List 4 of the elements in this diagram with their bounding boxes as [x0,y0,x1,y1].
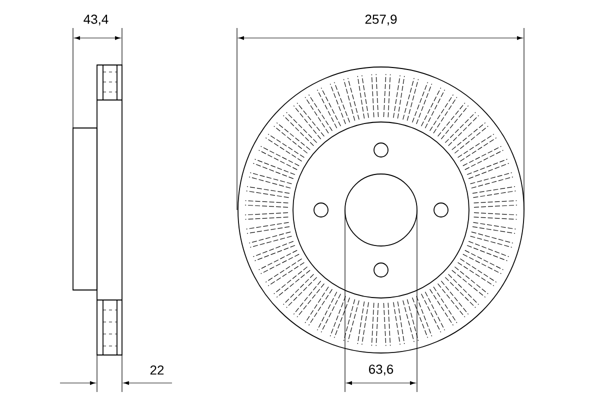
dimension-label: 43,4 [84,14,108,26]
dimension-label: 22 [150,365,164,375]
dimension-label: 63,6 [369,364,394,376]
dimension-label: 257,9 [365,14,397,26]
